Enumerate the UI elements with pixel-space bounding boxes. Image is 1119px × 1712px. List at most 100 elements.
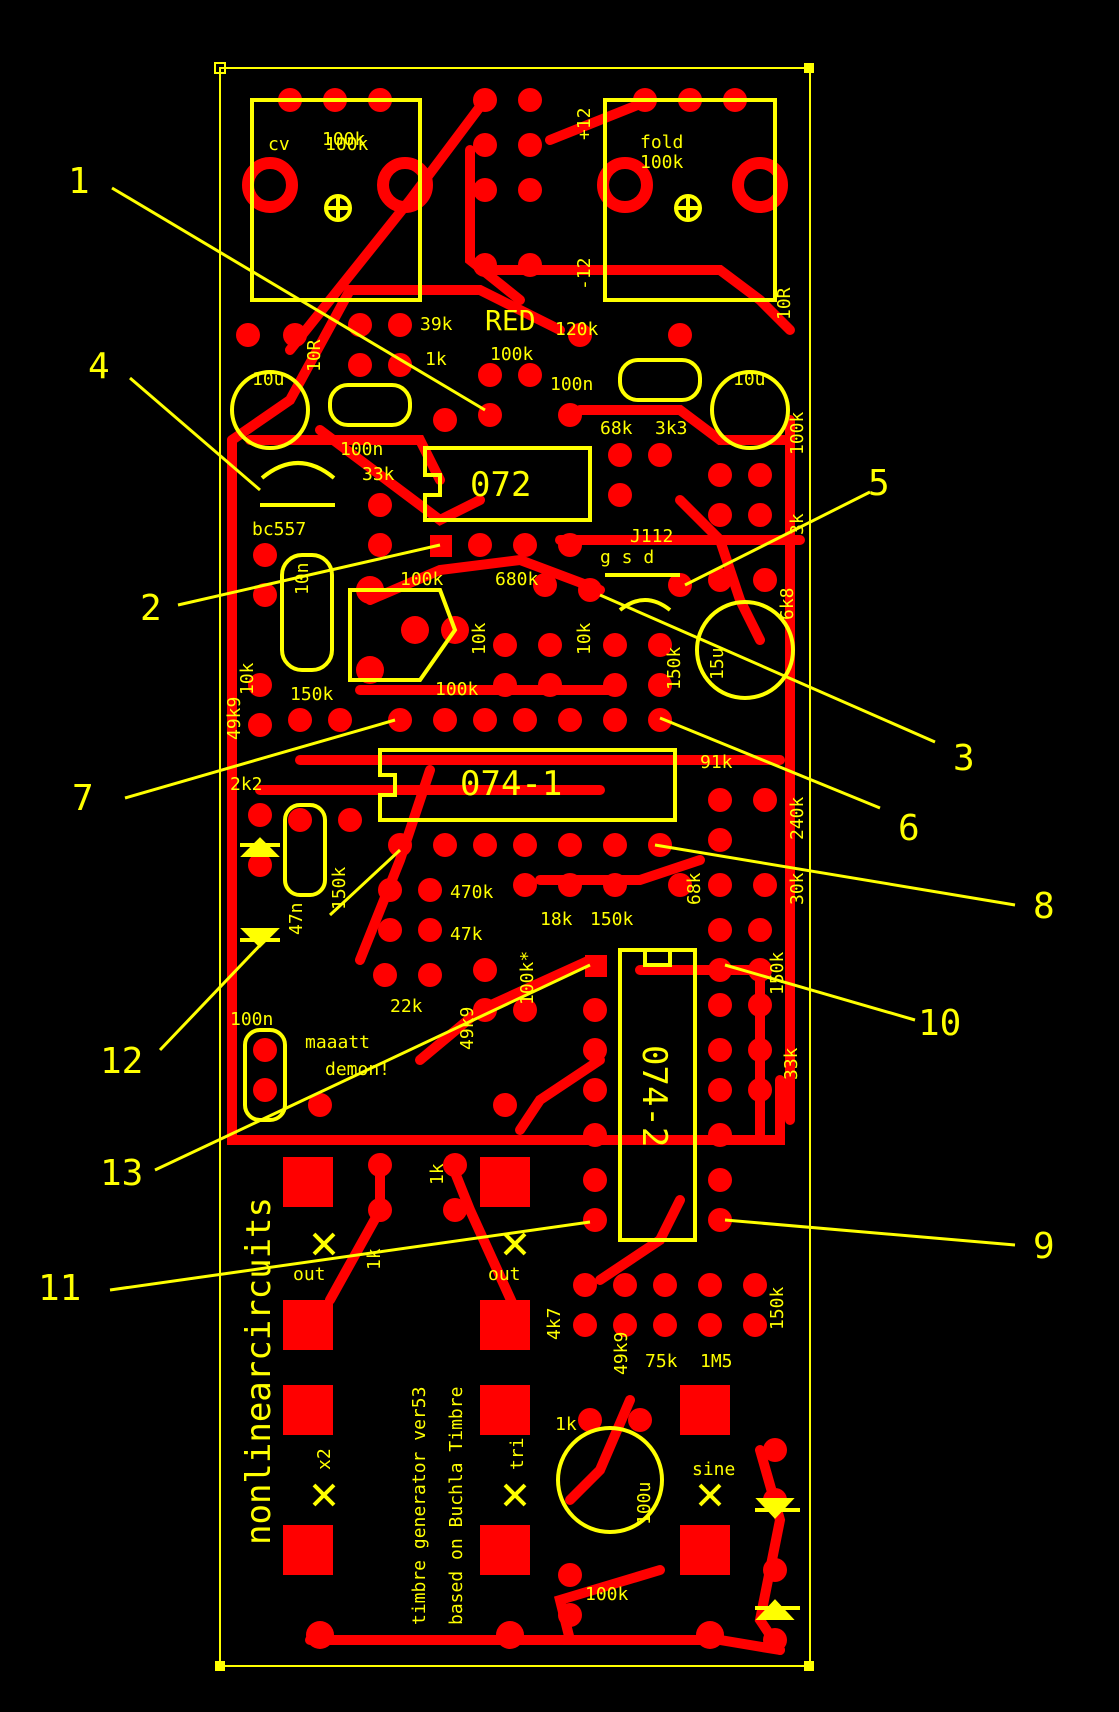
cap-47n-outline — [283, 803, 327, 897]
pot-name: cv — [268, 134, 290, 155]
component-value-label: 10k — [469, 622, 490, 655]
silkscreen-outlines — [230, 98, 800, 1620]
callout-number: 3 — [953, 738, 975, 779]
board-outline — [214, 62, 814, 1671]
cap-100n-outline — [243, 1028, 287, 1122]
callout-number: 1 — [68, 161, 90, 202]
component-value-label: 120k — [555, 319, 599, 340]
component-value-label: 100n — [340, 439, 383, 460]
callout-number: 7 — [72, 778, 94, 819]
component-value-label: 100k — [400, 569, 444, 590]
callout-number: 13 — [100, 1153, 143, 1194]
component-value-label: 3k3 — [655, 418, 688, 439]
component-value-label: 100k — [585, 1584, 629, 1605]
component-value-label: 2k2 — [230, 774, 263, 795]
component-value-label: 49k9 — [457, 1007, 478, 1050]
callout-number: 4 — [88, 346, 110, 387]
component-value-label: 4k7 — [544, 1307, 565, 1340]
cap-10u-outline — [230, 370, 310, 450]
component-value-label: 150k — [329, 866, 350, 910]
jack-label: x2 — [314, 1448, 335, 1470]
component-value-label: 39k — [420, 314, 453, 335]
ic-072-outline — [423, 446, 592, 522]
callout-number: 12 — [100, 1041, 143, 1082]
component-value-label: 10n — [292, 562, 313, 595]
callout-number: 6 — [898, 808, 920, 849]
component-value-label: 1M5 — [700, 1351, 733, 1372]
component-value-label: 100k — [435, 679, 479, 700]
component-value-label: 10k — [237, 662, 258, 695]
component-value-label: 33k — [781, 1047, 802, 1080]
component-value-label: 68k — [600, 418, 633, 439]
callout-number: 5 — [868, 463, 890, 504]
transistor-pins: g s d — [600, 547, 654, 568]
jack-label: out — [488, 1264, 521, 1285]
callout-leaders — [109, 186, 1016, 1292]
component-value-label: 150k — [590, 909, 634, 930]
component-value-label: 10R — [774, 287, 795, 320]
ic-074-2-outline — [618, 948, 697, 1242]
component-value-label: 100n — [230, 1009, 273, 1030]
board-description-2: based on Buchla Timbre — [446, 1387, 467, 1625]
capacitor-label: 10u — [252, 369, 285, 390]
pot-outline — [250, 98, 422, 302]
callout-number: 11 — [38, 1268, 81, 1309]
component-value-label: 6k8 — [777, 587, 798, 620]
component-value-label: 10R — [304, 339, 325, 372]
component-value-label: 470k — [450, 882, 494, 903]
component-value-label: 100k — [787, 411, 808, 455]
component-value-label: 68k — [684, 872, 705, 905]
jack-label: out — [293, 1264, 326, 1285]
callout-number: 8 — [1033, 886, 1055, 927]
ic-074-1-outline — [378, 748, 677, 822]
pot-outline — [603, 98, 777, 302]
board-note-1: maaatt — [305, 1032, 370, 1053]
component-value-label: 240k — [787, 796, 808, 840]
jack-label: sine — [692, 1459, 735, 1480]
jack-markers — [312, 1232, 722, 1507]
cap-15u-outline — [695, 600, 795, 700]
cap-100n-outline — [618, 358, 702, 402]
power-minus-label: -12 — [574, 257, 595, 290]
component-value-label: 47k — [450, 924, 483, 945]
component-value-label: 1k — [425, 349, 447, 370]
component-value-label: 22k — [390, 996, 423, 1017]
cap-10u-outline — [710, 370, 790, 450]
board-description-1: timbre generator ver53 — [409, 1387, 430, 1625]
callout-number: 10 — [918, 1003, 961, 1044]
ic-label: 072 — [470, 465, 531, 505]
component-value-label: 100k — [322, 129, 366, 150]
transistor-label: J112 — [630, 526, 673, 547]
ic-label: 074-1 — [460, 764, 562, 804]
red-label: RED — [485, 304, 536, 337]
cap-10n-outline — [280, 553, 334, 672]
pot-name: fold — [640, 132, 683, 153]
component-value-label: 49k9 — [611, 1332, 632, 1375]
jack-label: tri — [507, 1437, 528, 1470]
ic-label: 074-2 — [634, 1045, 674, 1147]
component-value-label: 150k — [767, 951, 788, 995]
component-value-label: 150k — [664, 646, 685, 690]
component-value-label: 91k — [700, 752, 733, 773]
transistor-label: bc557 — [252, 519, 306, 540]
component-value-label: 1k — [555, 1414, 577, 1435]
copper-pads — [236, 88, 788, 1652]
component-value-label: 75k — [645, 1351, 678, 1372]
callout-number: 2 — [140, 588, 162, 629]
component-value-label: 100k — [490, 344, 534, 365]
board-note-2: demon! — [325, 1059, 390, 1080]
board-title: nonlinearcircuits — [239, 1197, 279, 1545]
component-value-label: 18k — [540, 909, 573, 930]
component-value-label: 33k — [362, 464, 395, 485]
cap-100n-outline — [328, 383, 412, 427]
pot-value: 100k — [325, 134, 369, 155]
capacitor-label: 15u — [707, 647, 728, 680]
cap-100u-outline — [556, 1426, 664, 1534]
power-plus-label: +12 — [574, 107, 595, 140]
component-value-label: 150k — [290, 684, 334, 705]
component-value-label: 10k — [574, 622, 595, 655]
component-value-label: 49k9 — [224, 697, 245, 740]
